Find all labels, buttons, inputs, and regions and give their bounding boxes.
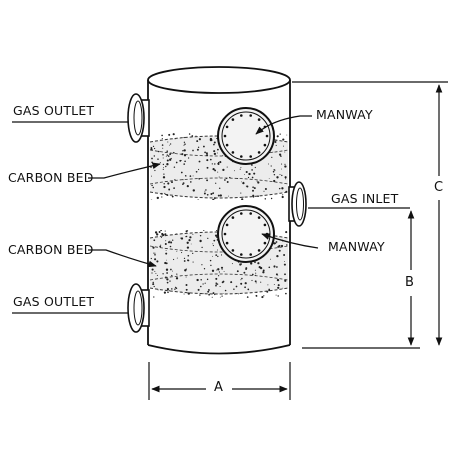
dimension-c-label: C xyxy=(434,180,444,195)
manway-top xyxy=(217,107,275,165)
leader-carbon-bed-top xyxy=(88,162,161,179)
gas-outlet-top-label: GAS OUTLET xyxy=(13,103,95,118)
dimension-lines xyxy=(148,81,448,400)
carbon-bed-bottom-label: CARBON BED xyxy=(8,242,94,257)
gas-outlet-bottom-nozzle xyxy=(127,283,150,333)
gas-inlet-nozzle xyxy=(288,181,307,227)
carbon-bed-top-label: CARBON BED xyxy=(8,170,94,185)
leader-manway-top xyxy=(255,115,312,135)
manway-top-label: MANWAY xyxy=(316,107,373,122)
manway-bottom-label: MANWAY xyxy=(328,239,385,254)
gas-outlet-top-nozzle xyxy=(127,93,150,143)
vessel-shell xyxy=(147,66,291,355)
leader-manway-bottom xyxy=(261,233,319,249)
manway-bottom xyxy=(217,205,275,263)
dimension-b-label: B xyxy=(405,275,414,290)
leader-carbon-bed-bottom xyxy=(88,249,157,268)
dimension-a-label: A xyxy=(214,380,223,395)
gas-outlet-bottom-label: GAS OUTLET xyxy=(13,294,95,309)
leader-lines xyxy=(12,115,410,314)
gas-inlet-label: GAS INLET xyxy=(331,191,399,206)
